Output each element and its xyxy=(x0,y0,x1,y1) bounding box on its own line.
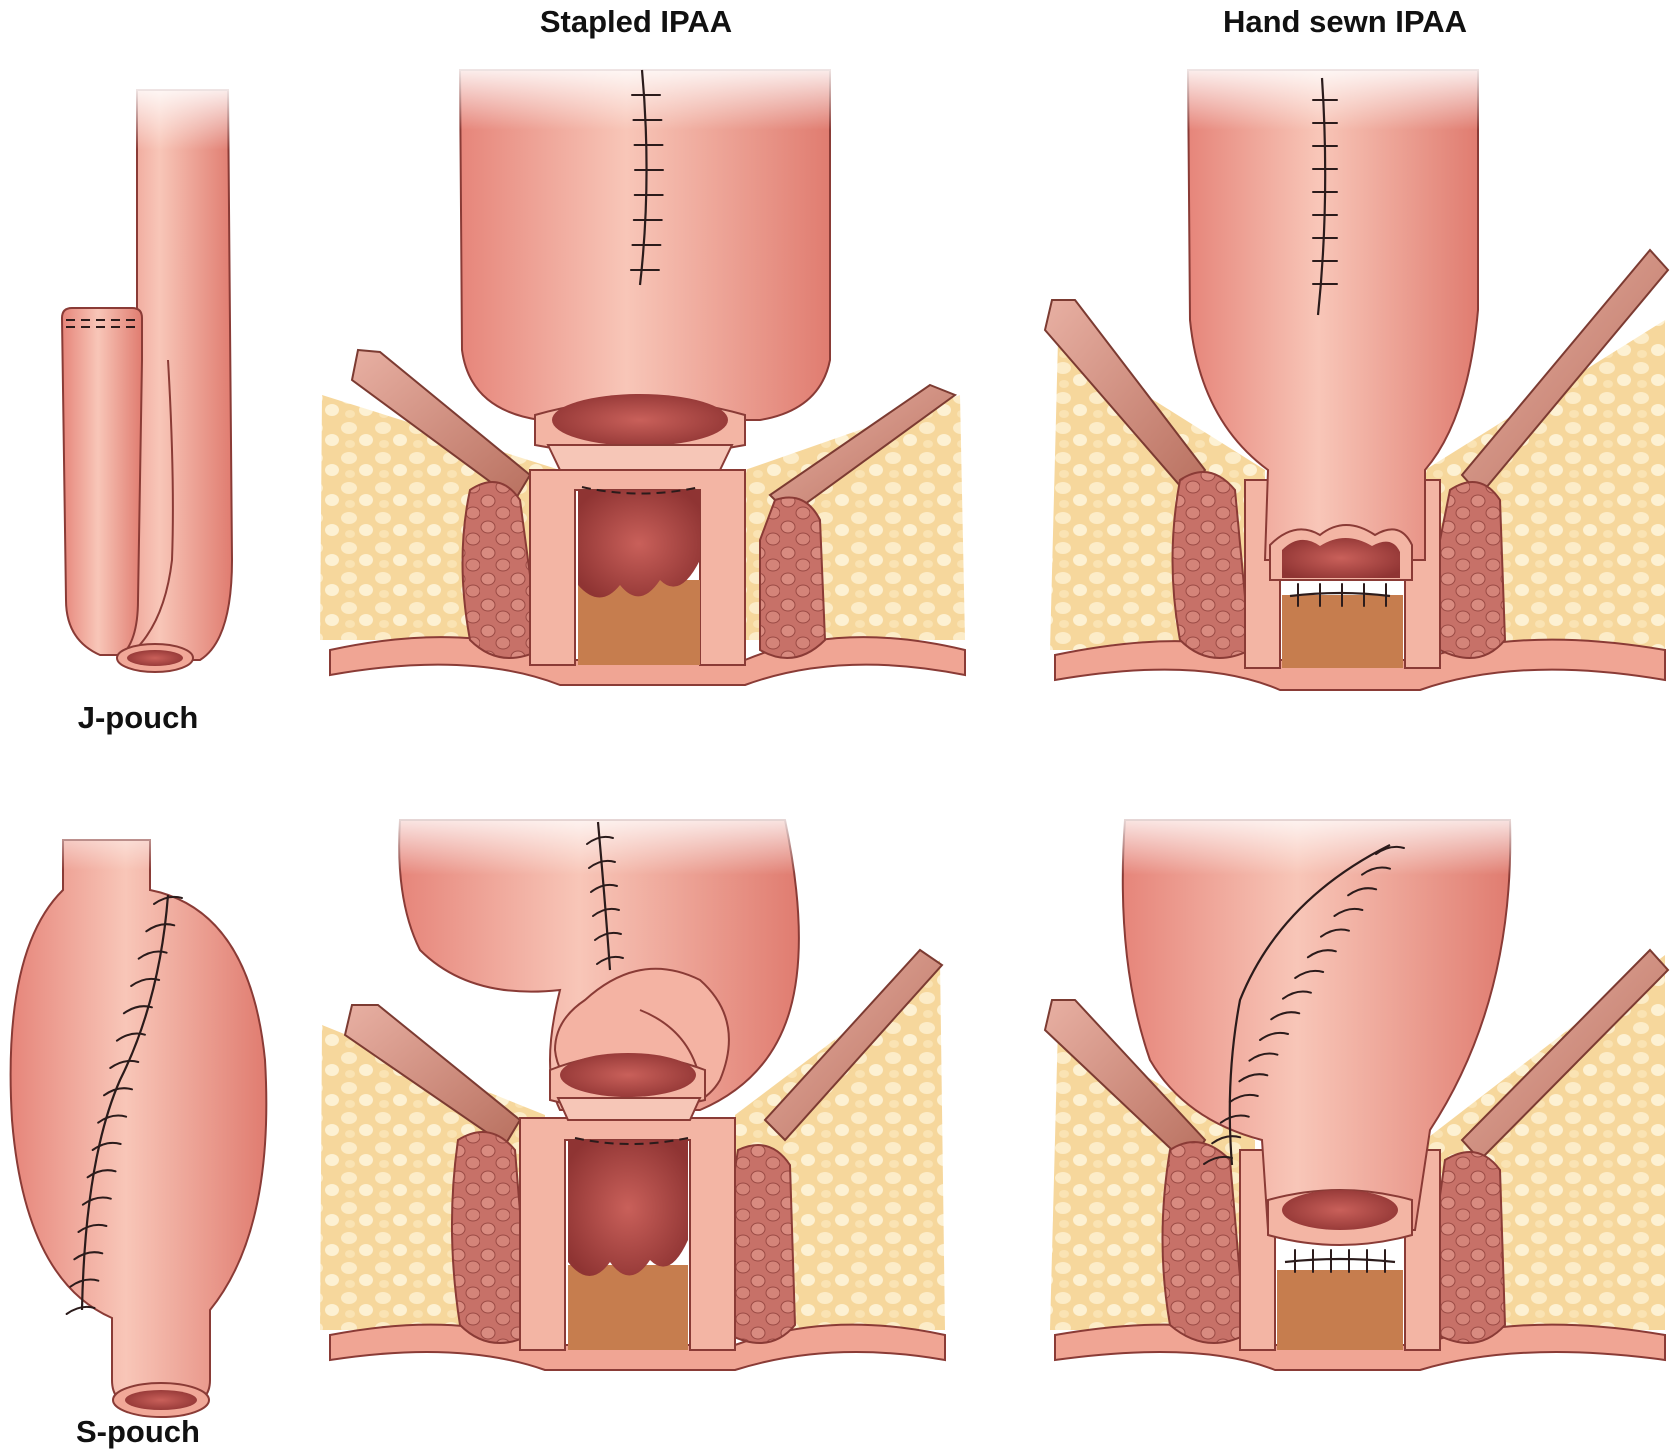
suture-stitch xyxy=(103,1087,134,1097)
suture-stitch xyxy=(586,835,614,845)
suture-stitch xyxy=(1238,1073,1269,1083)
suture-stitch xyxy=(91,1141,122,1151)
stapled-j-pouch-panel xyxy=(320,60,966,686)
hand-sewn-top-sutures xyxy=(1297,99,1387,607)
suture-stitch xyxy=(86,1169,117,1179)
hand-sewn-ipaa-label: Hand sewn IPAA xyxy=(1223,4,1467,39)
suture-stitch xyxy=(153,895,183,905)
suture-stitch xyxy=(1347,887,1378,897)
stapled-bottom-sutures xyxy=(586,835,624,965)
suture-stitch xyxy=(1259,1031,1290,1041)
hand-sewn-j-pouch-panel xyxy=(1043,60,1670,691)
suture-stitch xyxy=(1270,1011,1301,1021)
suture-stitch xyxy=(65,1305,96,1315)
suture-stitch xyxy=(137,950,168,960)
hand-sewn-anal-sutures xyxy=(1294,1249,1386,1273)
suture-stitch xyxy=(1228,1093,1259,1103)
j-pouch-label: J-pouch xyxy=(78,700,199,735)
suture-stitch xyxy=(1294,969,1325,979)
suture-stitch xyxy=(97,1114,128,1124)
suture-stitch xyxy=(1211,1135,1242,1145)
suture-stitch xyxy=(1248,1052,1279,1062)
suture-stitch xyxy=(1319,928,1350,938)
suture-stitch xyxy=(81,1196,112,1206)
suture-stitch xyxy=(1375,845,1405,855)
suture-stitch xyxy=(115,1032,146,1042)
suture-stitch xyxy=(588,859,616,869)
suture-stitch xyxy=(1306,949,1337,959)
hand-sewn-s-pouch-panel xyxy=(1043,805,1670,1371)
suture-stitch xyxy=(109,1059,140,1069)
suture-stitch xyxy=(73,1251,104,1261)
s-pouch-illustration xyxy=(9,800,268,1418)
s-pouch-sutures xyxy=(65,895,183,1315)
suture-stitch xyxy=(1203,1155,1234,1165)
suture-stitch xyxy=(592,907,620,917)
suture-stitch xyxy=(590,883,618,893)
j-pouch-illustration xyxy=(60,80,240,673)
suture-stitch xyxy=(1281,990,1312,1000)
suture-stitch xyxy=(1219,1114,1250,1124)
suture-stitch xyxy=(594,931,622,941)
suture-stitch xyxy=(145,923,176,933)
s-pouch-label: S-pouch xyxy=(76,1414,200,1449)
stapled-ipaa-label: Stapled IPAA xyxy=(540,4,732,39)
suture-stitch xyxy=(77,1223,108,1233)
suture-stitch xyxy=(130,977,161,987)
hand-sewn-bottom-sutures xyxy=(1203,845,1405,1165)
suture-stitch xyxy=(1333,907,1364,917)
suture-stitch xyxy=(596,955,624,965)
stapled-top-sutures xyxy=(629,94,664,271)
stapled-s-pouch-panel xyxy=(320,805,946,1371)
suture-stitch xyxy=(122,1005,153,1015)
suture-stitch xyxy=(1361,866,1392,876)
suture-stitch xyxy=(69,1278,100,1288)
